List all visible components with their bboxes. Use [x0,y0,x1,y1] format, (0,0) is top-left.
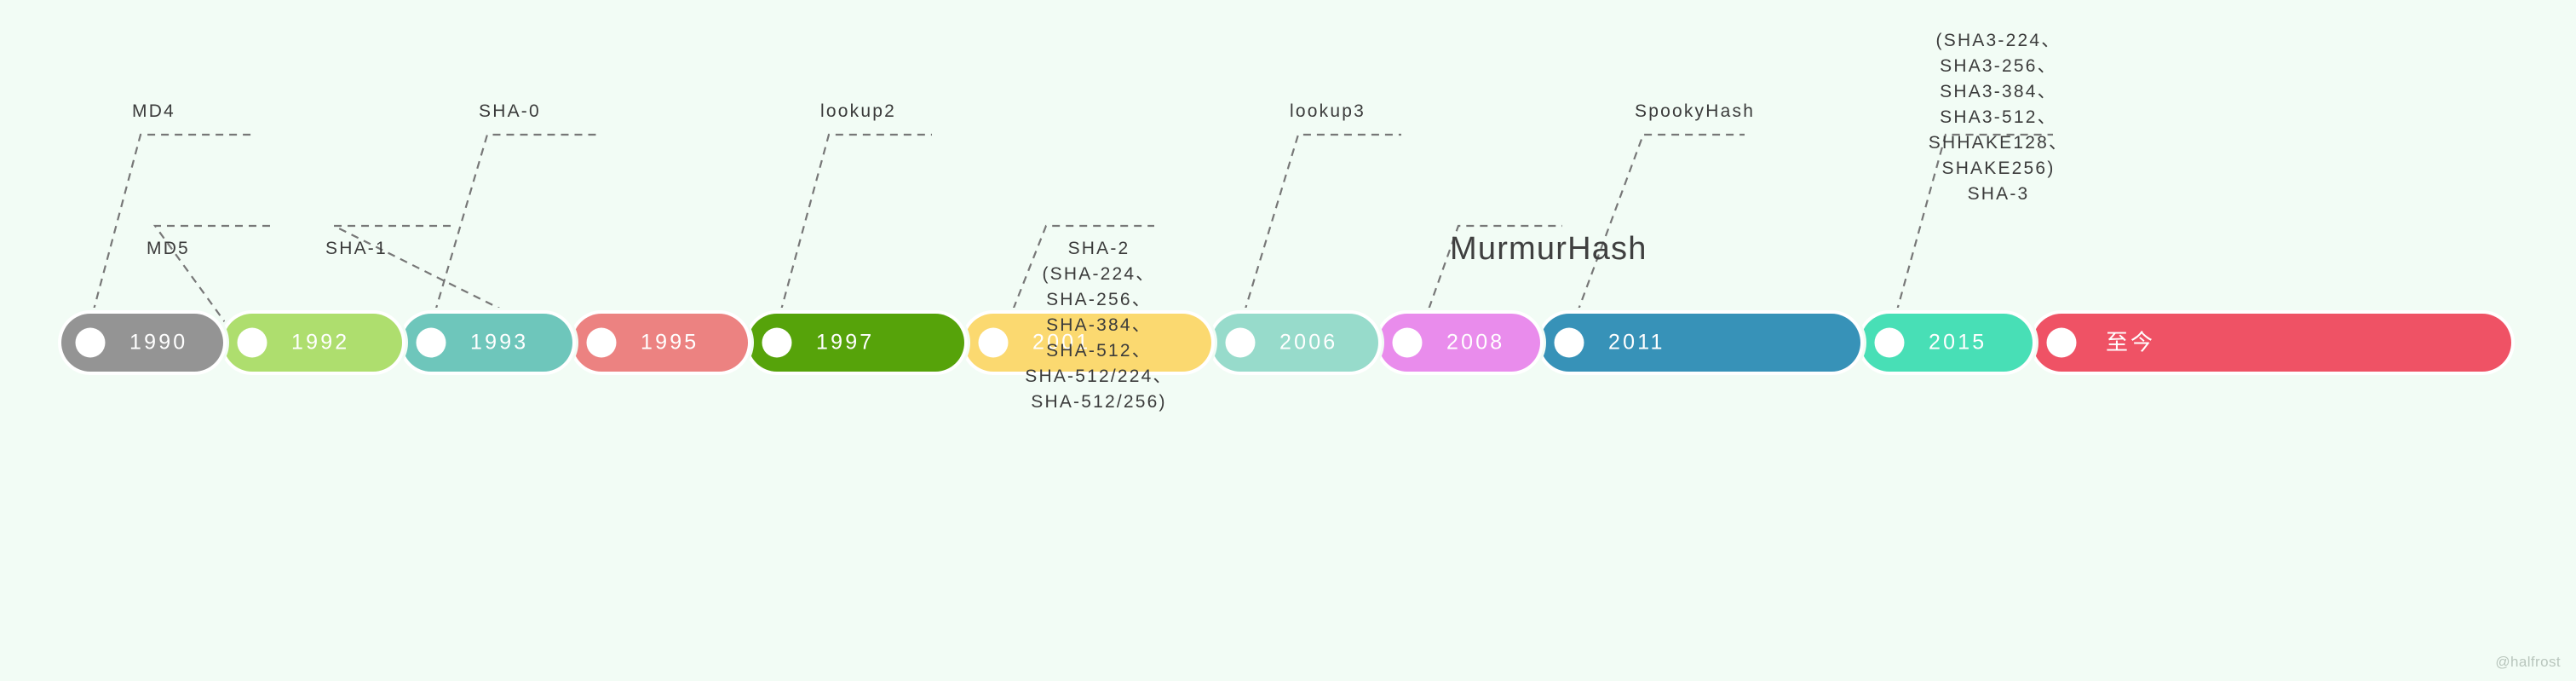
timeline-segment-1997[interactable]: 1997 [742,308,970,378]
callout-md5: MD5 [147,236,190,262]
timeline-segment-1992[interactable]: 1992 [217,308,408,378]
timeline-dot [417,328,446,358]
timeline-dot [587,328,617,358]
timeline-segment-2015[interactable]: 2015 [1854,308,2038,378]
timeline-segment-1995[interactable]: 1995 [566,308,754,378]
leader-line-sha-0 [431,135,596,326]
callout-lookup2: lookup2 [820,99,896,124]
callout-sha-2: SHA-2 (SHA-224、 SHA-256、 SHA-384、 SHA-51… [939,236,1259,415]
timeline-dot [2047,328,2077,358]
callout-murmurhash: MurmurHash [1450,236,1647,262]
timeline-segment-1993[interactable]: 1993 [396,308,578,378]
timeline-segment-至今[interactable]: 至今 [2027,308,2517,378]
timeline-dot [1393,328,1423,358]
timeline-segment-label: 至今 [2106,331,2155,356]
leader-line-md4 [89,135,256,326]
callout-sha-1: SHA-1 [325,236,388,262]
timeline-segment-label: 1990 [129,331,187,355]
watermark: @halfrost [2495,654,2561,671]
timeline-dot [1555,328,1584,358]
timeline-dot [238,328,267,358]
timeline-dot [1875,328,1905,358]
timeline-segment-label: 2008 [1446,331,1504,355]
timeline-segment-1990[interactable]: 1990 [55,308,229,378]
callout-spookyhash: SpookyHash [1635,99,1755,124]
timeline-segment-label: 2011 [1608,331,1665,355]
timeline-dot [76,328,106,358]
callout-sha-3: (SHA3-224、 SHA3-256、 SHA3-384、 SHA3-512、… [1837,28,2160,207]
leader-line-lookup3 [1240,135,1401,326]
timeline-segment-2011[interactable]: 2011 [1534,308,1866,378]
callout-lookup3: lookup3 [1290,99,1366,124]
callout-sha-0: SHA-0 [479,99,541,124]
timeline-segment-label: 2006 [1279,331,1337,355]
timeline-segment-label: 2015 [1929,331,1987,355]
callout-md4: MD4 [132,99,175,124]
leader-line-spookyhash [1573,135,1745,326]
timeline-segment-2008[interactable]: 2008 [1372,308,1546,378]
leader-line-lookup2 [777,135,932,326]
timeline-segment-label: 1997 [816,331,874,355]
timeline-segment-label: 1995 [641,331,699,355]
timeline-segment-label: 1992 [291,331,349,355]
timeline-segment-label: 1993 [470,331,528,355]
timeline-dot [762,328,792,358]
